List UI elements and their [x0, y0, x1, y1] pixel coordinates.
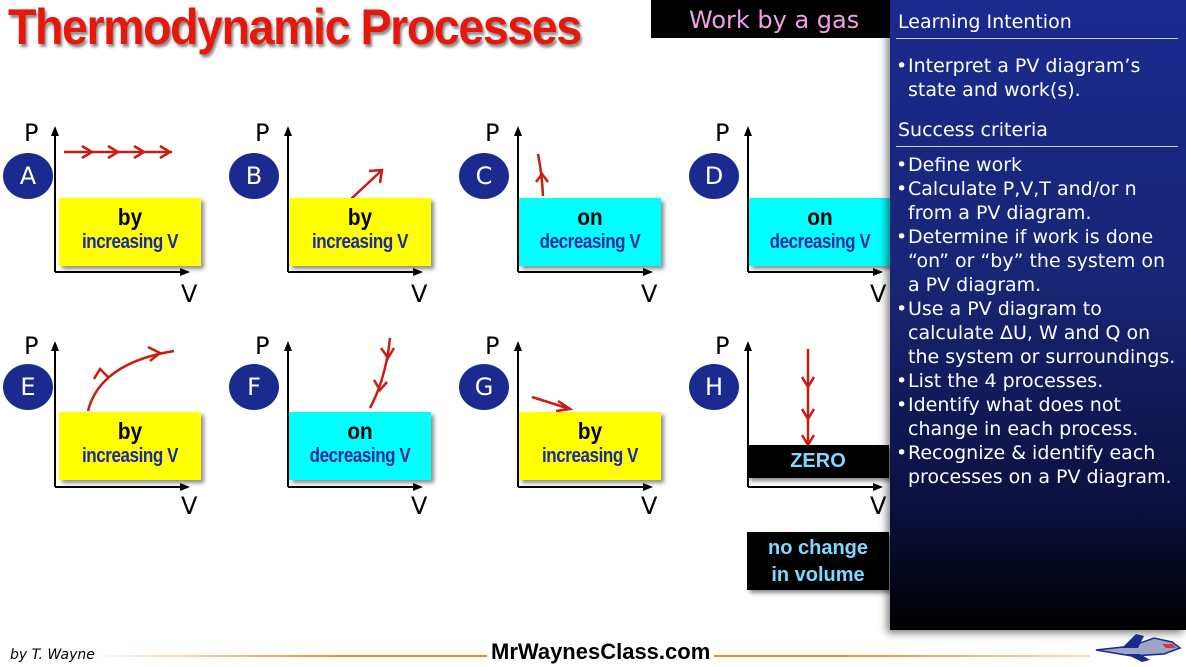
pv-axes-g [514, 341, 653, 491]
label-circle-h: H [689, 364, 739, 410]
objectives-panel: Learning Intention Interpret a PV diagra… [890, 0, 1186, 630]
work-direction-c: on [577, 204, 603, 230]
list-item: List the 4 processes. [896, 369, 1182, 393]
work-direction-e: by [117, 418, 143, 444]
pv-axes-d [744, 126, 883, 276]
volume-change-c: decreasing V [539, 231, 641, 253]
topic-label: Work by a gas [689, 6, 860, 34]
list-item: Calculate P,V,T and/or n from a PV diagr… [896, 177, 1182, 225]
site-name: MrWaynesClass.com [487, 639, 715, 665]
pv-axes-b [284, 126, 423, 276]
label-circle-e: E [3, 364, 53, 410]
intention-list: Interpret a PV diagram’s state and work(… [896, 54, 1182, 102]
v-axis-label-h: V [870, 492, 887, 520]
page-title: Thermodynamic Processes [8, 0, 582, 55]
p-axis-label-d: P [715, 119, 730, 147]
volume-change-e: increasing V [82, 445, 178, 467]
work-direction-d: on [807, 204, 833, 230]
v-axis-label-b: V [411, 280, 428, 308]
label-circle-b: B [229, 153, 279, 199]
author-credit: by T. Wayne [10, 647, 95, 663]
list-item: Interpret a PV diagram’s state and work(… [896, 54, 1182, 102]
label-circle-d: D [689, 153, 739, 199]
p-axis-label-a: P [24, 119, 39, 147]
volume-change-f: decreasing V [309, 445, 411, 467]
pv-axes-a [51, 126, 190, 276]
p-axis-label-f: P [255, 332, 270, 360]
v-axis-label-f: V [411, 492, 428, 520]
p-axis-label-c: P [485, 119, 500, 147]
process-arrow-b [350, 168, 384, 200]
volume-change-g: increasing V [542, 445, 638, 467]
work-direction-a: by [117, 204, 143, 230]
p-axis-label-e: P [24, 332, 39, 360]
criteria-list: Define work Calculate P,V,T and/or n fro… [896, 153, 1182, 489]
volume-change-b: increasing V [312, 231, 408, 253]
jet-logo-icon [1095, 634, 1182, 662]
process-arrow-e [86, 345, 175, 412]
work-direction-b: by [347, 204, 373, 230]
divider [896, 146, 1178, 147]
label-circle-a: A [3, 153, 53, 199]
no-change-box: no change in volume [747, 532, 889, 590]
list-item: Recognize & identify each processes on a… [896, 441, 1182, 489]
process-arrow-c [535, 153, 549, 197]
success-criteria-heading: Success criteria [898, 119, 1048, 141]
pv-axes-c [514, 126, 653, 276]
v-axis-label-d: V [870, 280, 887, 308]
v-axis-label-c: V [641, 280, 658, 308]
p-axis-label-g: P [485, 332, 500, 360]
v-axis-label-a: V [181, 280, 198, 308]
process-arrow-a [64, 144, 173, 160]
learning-intention-heading: Learning Intention [898, 11, 1072, 33]
v-axis-label-e: V [181, 492, 198, 520]
process-arrow-h [800, 349, 816, 447]
volume-change-a: increasing V [82, 231, 178, 253]
work-direction-f: on [347, 418, 373, 444]
divider [896, 38, 1178, 39]
p-axis-label-b: P [255, 119, 270, 147]
v-axis-label-g: V [641, 492, 658, 520]
pv-axes-e [51, 341, 190, 491]
label-circle-g: G [459, 364, 509, 410]
work-direction-g: by [577, 418, 603, 444]
label-circle-f: F [229, 364, 279, 410]
process-arrow-g [531, 395, 574, 413]
zero-work-box: ZERO [747, 445, 889, 478]
list-item: Define work [896, 153, 1182, 177]
list-item: Identify what does not change in each pr… [896, 393, 1182, 441]
list-item: Use a PV diagram to calculate ΔU, W and … [896, 297, 1182, 369]
process-arrow-f [368, 337, 396, 409]
pv-axes-f [284, 341, 423, 491]
list-item: Determine if work is done “on” or “by” t… [896, 225, 1182, 297]
topic-bar: Work by a gas [651, 0, 891, 38]
p-axis-label-h: P [715, 332, 730, 360]
volume-change-d: decreasing V [769, 231, 871, 253]
label-circle-c: C [459, 153, 509, 199]
